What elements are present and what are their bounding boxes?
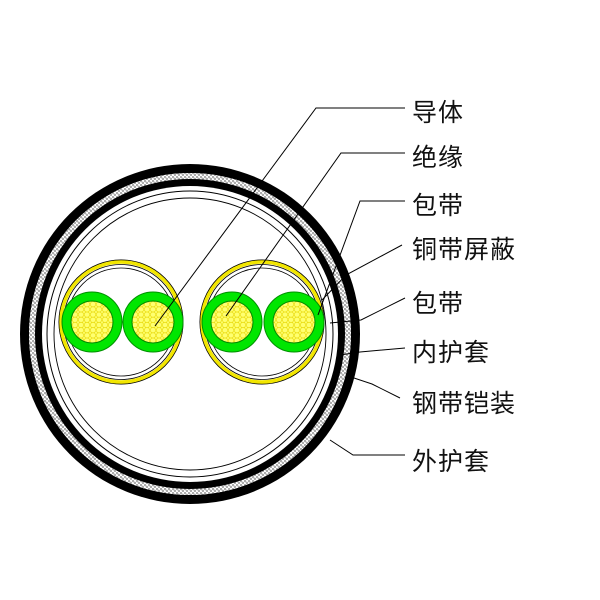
label-insulation: 绝缘	[412, 143, 465, 172]
leader-line-insulation	[225, 152, 405, 317]
core-1	[61, 291, 123, 353]
core-3	[201, 291, 263, 353]
inner-sheath	[46, 190, 334, 478]
label-wrapping-tape-2: 包带	[412, 289, 465, 318]
leader-line-inner-sheath	[339, 347, 406, 356]
label-outer-sheath: 外护套	[412, 447, 491, 476]
label-wrapping-tape-1: 包带	[412, 191, 465, 220]
conductor	[210, 300, 254, 344]
label-conductor: 导体	[412, 98, 465, 127]
conductor	[272, 300, 316, 344]
core-4	[263, 291, 325, 353]
conductor	[131, 300, 175, 344]
leader-line-outer-sheath	[329, 439, 405, 456]
label-inner-sheath: 内护套	[412, 338, 491, 367]
label-copper-tape-shield: 铜带屏蔽	[412, 235, 517, 264]
pair-left	[58, 259, 184, 385]
pair-right	[199, 259, 325, 385]
leader-lines	[154, 107, 406, 456]
leader-line-wrapping-tape-1	[317, 200, 405, 316]
core-2	[122, 291, 184, 353]
leader-line-copper-tape-shield	[321, 244, 403, 301]
leader-line-wrapping-tape-2	[329, 297, 406, 324]
conductor	[70, 300, 114, 344]
leader-line-steel-tape-armor	[350, 376, 401, 399]
label-steel-tape-armor: 钢带铠装	[412, 389, 517, 418]
leader-line-conductor	[154, 107, 405, 327]
